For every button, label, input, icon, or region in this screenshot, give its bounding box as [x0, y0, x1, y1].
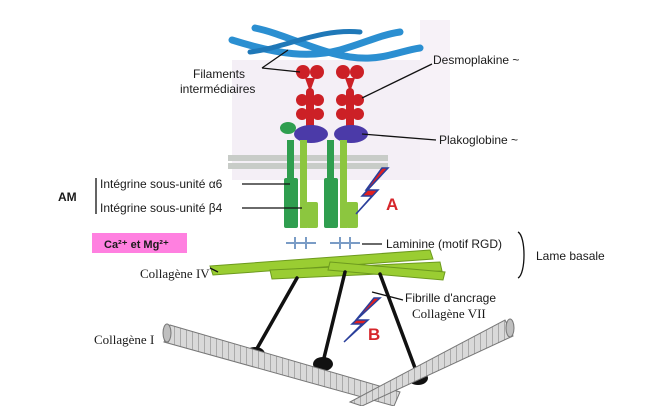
label-filaments-line1: Filaments [193, 67, 245, 81]
label-integrine-b4: Intégrine sous-unité β4 [100, 201, 223, 215]
integrin-subunits [284, 140, 358, 228]
marker-a: A [386, 195, 398, 214]
label-cations: Ca²⁺ et Mg²⁺ [104, 239, 169, 251]
lightning-bolt-a-icon [355, 167, 390, 215]
laminin [286, 237, 360, 249]
label-fibrille-line2: Collagène VII [412, 306, 486, 321]
label-collagene-i: Collagène I [94, 332, 154, 347]
anchoring-fibrils [253, 270, 420, 378]
collagen-i-fibers [162, 318, 515, 406]
cation-label-box [92, 233, 187, 253]
label-plakoglobine: Plakoglobine ~ [439, 133, 518, 147]
plakoglobin [280, 122, 368, 143]
label-desmoplakine: Desmoplakine ~ [433, 53, 519, 67]
leader-lines [95, 49, 525, 301]
intermediate-filaments [228, 24, 424, 62]
label-collagene-iv: Collagène IV [140, 266, 210, 281]
lightning-bolt-b-icon [343, 297, 382, 343]
label-am: AM [58, 190, 77, 204]
label-fibrille-line1: Fibrille d'ancrage [405, 291, 496, 305]
collagen-iv [209, 249, 446, 281]
plasma-membrane [228, 155, 388, 169]
label-lame-basale: Lame basale [536, 249, 605, 263]
label-laminine: Laminine (motif RGD) [386, 237, 502, 251]
label-filaments-line2: intermédiaires [180, 82, 255, 96]
marker-b: B [368, 325, 380, 344]
desmoplakin-chains [296, 65, 364, 130]
label-integrine-a6: Intégrine sous-unité α6 [100, 177, 223, 191]
cell-background-panel-right [420, 20, 450, 180]
